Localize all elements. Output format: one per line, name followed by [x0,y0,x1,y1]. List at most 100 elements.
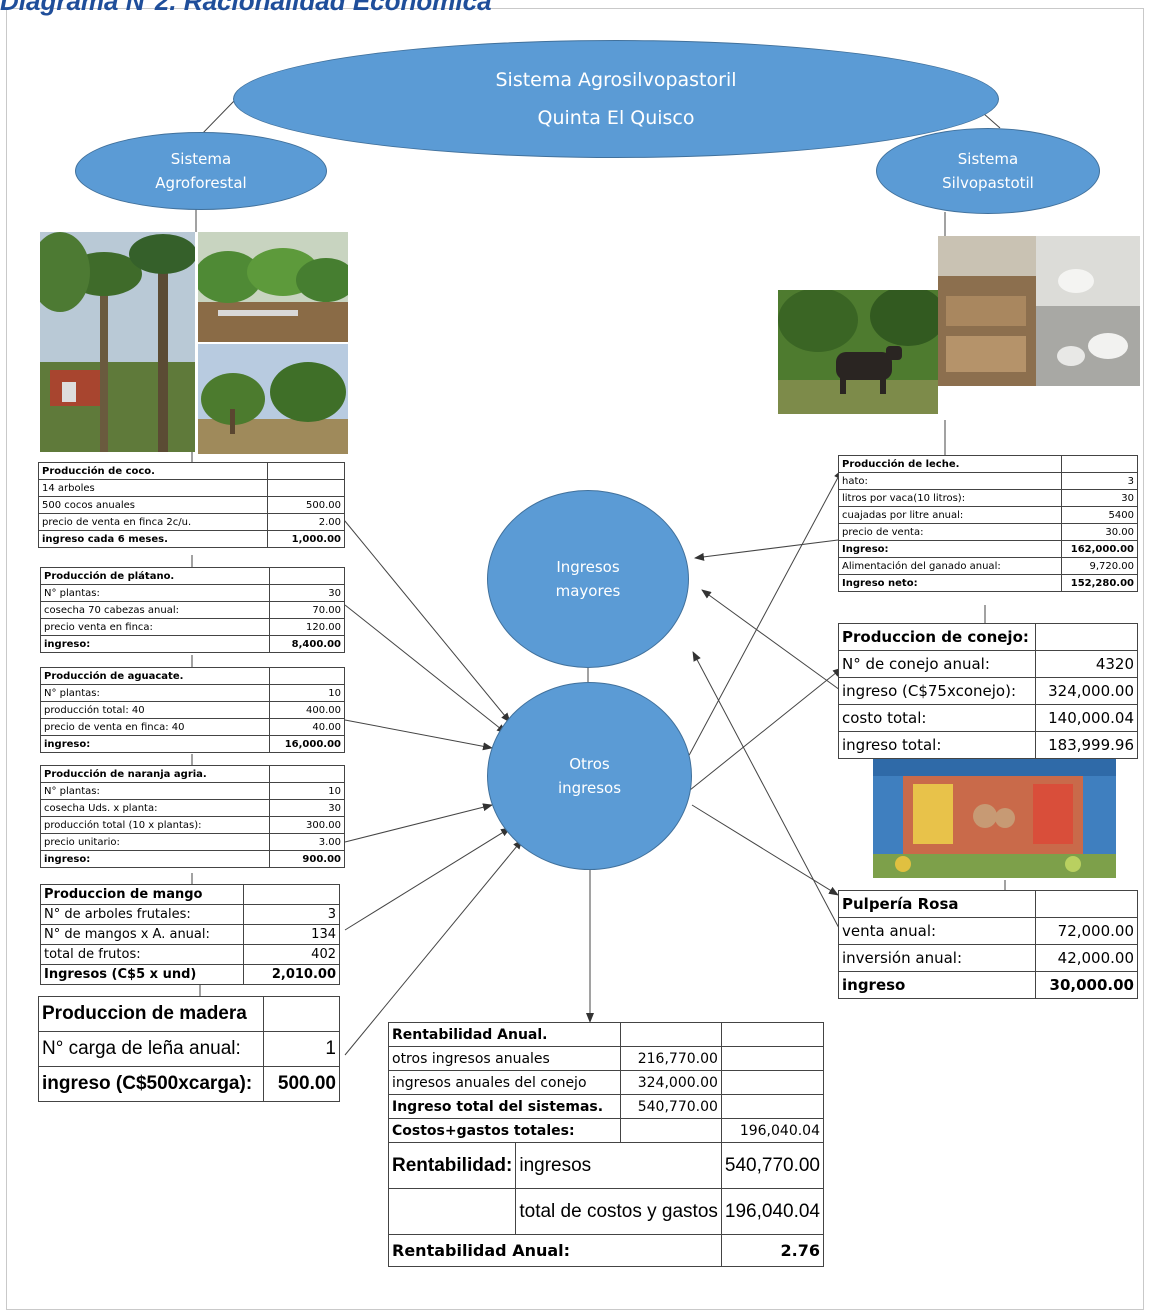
table-title-row: Produccion de conejo: [838,623,1138,651]
node-line: Sistema Agrosilvopastoril [495,69,737,91]
node-silvopastoril: Sistema Silvopastotil [876,128,1100,214]
table-title-row: Produccion de mango [40,884,340,905]
node-agroforestal: Sistema Agroforestal [75,132,327,210]
table-title-row: Producción de leche. [838,455,1138,473]
table-aguacate: Producción de aguacate. N° plantas:10 pr… [40,667,345,753]
row-label: ingreso: [40,850,270,868]
table-row: litros por vaca(10 litros):30 [838,489,1138,507]
table-cell [720,1094,825,1119]
table-leche: Producción de leche. hato:3 litros por v… [838,455,1138,592]
row-value: 3 [1061,472,1138,490]
table-row: cosecha 70 cabezas anual:70.00 [40,601,345,619]
row-value: 30.00 [1061,523,1138,541]
table-row: ingreso:16,000.00 [40,735,345,753]
table-platano: Producción de plátano. N° plantas:30 cos… [40,567,345,653]
row-label: ingreso: [40,735,270,753]
table-row: N° carga de leña anual:1 [38,1031,340,1067]
row-value: 30 [269,584,345,602]
row-label: ingreso (C$500xcarga): [38,1066,264,1102]
table-row: N° plantas:30 [40,584,345,602]
row-label: hato: [838,472,1062,490]
row-value: 400.00 [269,701,345,719]
pulperia-store-photo [873,756,1116,878]
table-row: cosecha Uds. x planta:30 [40,799,345,817]
table-row: costo total:140,000.04 [838,704,1138,732]
table-cell [619,1022,722,1047]
table-row: ingreso:900.00 [40,850,345,868]
rabbit-shed-photo [938,236,1036,386]
row-value: 8,400.00 [269,635,345,653]
row-value: 9,720.00 [1061,557,1138,575]
table-row: N° plantas:10 [40,684,345,702]
row-label: Ingresos (C$5 x und) [40,964,244,985]
row-value: 216,770.00 [619,1046,722,1071]
table-row: Ingreso:162,000.00 [838,540,1138,558]
table-row: N° de mangos x A. anual:134 [40,924,340,945]
table-row: cuajadas por litre anual:5400 [838,506,1138,524]
row-value: 40.00 [269,718,345,736]
node-line: Sistema [170,150,232,168]
row-label: Ingreso neto: [838,574,1062,592]
node-line: Otros [569,755,610,773]
row-value: 402 [243,944,340,965]
row-value: 1 [263,1031,340,1067]
row-label: N° de conejo anual: [838,650,1036,678]
table-row: precio de venta:30.00 [838,523,1138,541]
rabbits-photo [1036,236,1140,386]
table-row: ingreso (C$500xcarga):500.00 [38,1066,340,1102]
row-value: 70.00 [269,601,345,619]
row-label: cosecha Uds. x planta: [40,799,270,817]
row-label: cuajadas por litre anual: [838,506,1062,524]
banana-plantation-photo [198,232,348,342]
table-row: Costos+gastos totales: 196,040.04 [388,1118,825,1143]
row-value: 16,000.00 [269,735,345,753]
table-cell [720,1022,825,1047]
table-title: Producción de coco. [38,462,268,480]
row-label: N° plantas: [40,584,270,602]
table-row: hato:3 [838,472,1138,490]
row-value: 140,000.04 [1035,704,1138,732]
row-label: N° carga de leña anual: [38,1031,264,1067]
row-value: 152,280.00 [1061,574,1138,592]
row-value: 3.00 [269,833,345,851]
table-row: ingreso:8,400.00 [40,635,345,653]
table-row: Ingreso neto:152,280.00 [838,574,1138,592]
row-value: 120.00 [269,618,345,636]
node-line: Agroforestal [155,174,247,192]
table-row: total de costos y gastos 196,040.04 [387,1188,825,1235]
row-label: Alimentación del ganado anual: [838,557,1062,575]
row-value: 162,000.00 [1061,540,1138,558]
table-cell [1061,455,1138,473]
row-value: 72,000.00 [1035,917,1138,945]
table-row: Rentabilidad: ingresos 540,770.00 [387,1142,825,1189]
table-row: N° plantas:10 [40,782,345,800]
table-cell [269,667,345,685]
row-label: ingreso [838,971,1036,999]
row-label: Ingreso: [838,540,1062,558]
table-cell [619,1118,722,1143]
row-value: 30 [269,799,345,817]
row-label: N° de arboles frutales: [40,904,244,925]
table-row: ingreso total:183,999.96 [838,731,1138,759]
row-label: ingreso total: [838,731,1036,759]
row-label: ingreso cada 6 meses. [38,530,268,548]
row-label: costo total: [838,704,1036,732]
table-row: Rentabilidad Anual: 2.76 [388,1234,825,1267]
row-label: producción total: 40 [40,701,270,719]
row-value: 30,000.00 [1035,971,1138,999]
table-title-row: Producción de aguacate. [40,667,345,685]
table-title-row: Pulpería Rosa [838,890,1138,918]
row-value: 10 [269,684,345,702]
table-row: ingreso (C$75xconejo):324,000.00 [838,677,1138,705]
table-title: Produccion de madera [38,996,264,1032]
row-value: 3 [243,904,340,925]
table-title-row: Rentabilidad Anual. [388,1022,825,1047]
table-pulperia: Pulpería Rosa venta anual:72,000.00 inve… [838,890,1138,999]
row-value: 500.00 [267,496,345,514]
table-row: ingresos anuales del conejo 324,000.00 [388,1070,825,1095]
table-row: venta anual:72,000.00 [838,917,1138,945]
